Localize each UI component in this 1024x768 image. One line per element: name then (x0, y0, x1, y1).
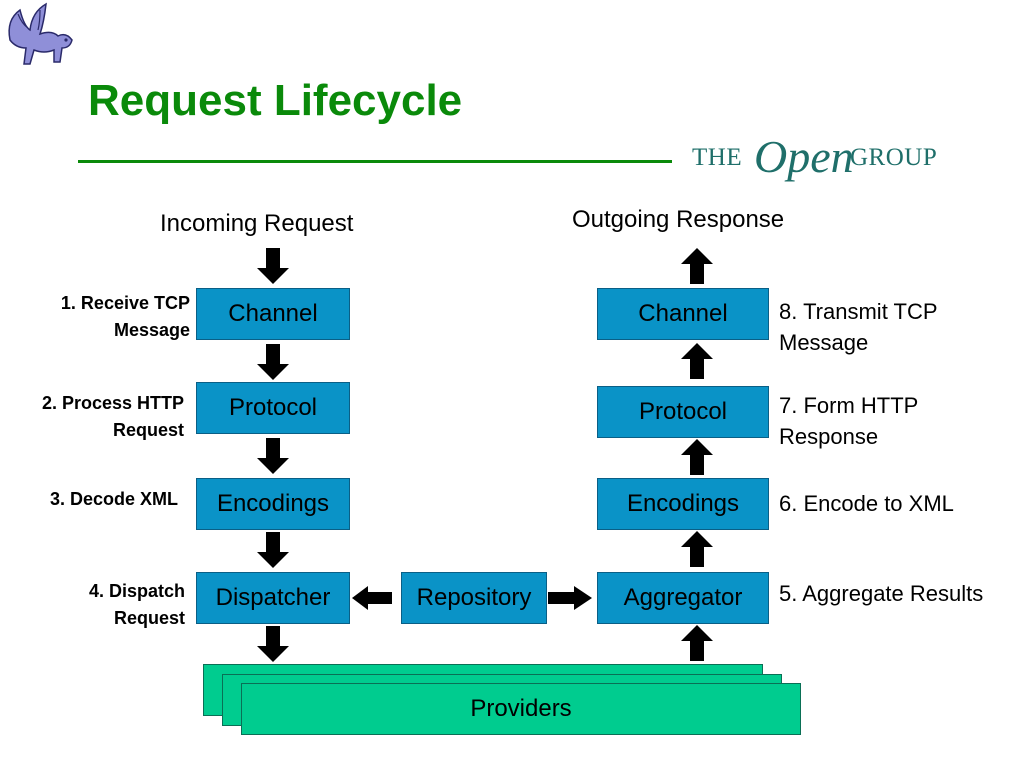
logo-group: GROUP (850, 144, 938, 171)
step-8-line-2: Message (779, 330, 869, 355)
step-7-line-1: 7. Form HTTP (779, 393, 919, 418)
slide-title: Request Lifecycle (88, 76, 463, 125)
step-3-line-1: 3. Decode XML (49, 489, 178, 509)
outgoing-protocol-box: Protocol (597, 386, 769, 438)
incoming-encodings-box: Encodings (196, 478, 350, 530)
step-6-label: 6. Encode to XML (779, 488, 954, 519)
arrow-up-to-channel (681, 343, 713, 379)
incoming-channel-box: Channel (196, 288, 350, 340)
step-5-line-1: 5. Aggregate Results (779, 581, 984, 606)
arrow-up-to-aggregator (681, 625, 713, 661)
step-3-label: 3. Decode XML (50, 486, 178, 513)
arrow-right-to-aggregator (548, 586, 592, 610)
pegasus-logo-icon (8, 2, 73, 65)
incoming-request-header: Incoming Request (160, 210, 354, 237)
step-8-line-1: 8. Transmit TCP (779, 299, 938, 324)
arrow-down-to-protocol (257, 344, 289, 380)
arrow-down-to-dispatcher (257, 532, 289, 568)
step-2-label: 2. Process HTTP Request (42, 390, 184, 444)
step-8-label: 8. Transmit TCP Message (779, 296, 938, 358)
step-1-label: 1. Receive TCP Message (61, 290, 190, 344)
outgoing-response-header: Outgoing Response (572, 206, 785, 233)
title-underline (78, 160, 672, 163)
arrow-down-to-encodings (257, 438, 289, 474)
arrow-up-to-response (681, 248, 713, 284)
step-4-line-1: 4. Dispatch (88, 581, 185, 601)
providers-box: Providers (241, 683, 801, 735)
step-1-line-2: Message (113, 320, 190, 340)
logo-the: THE (692, 144, 743, 171)
step-7-line-2: Response (779, 424, 879, 449)
arrow-up-to-encodings (681, 531, 713, 567)
step-5-label: 5. Aggregate Results (779, 578, 983, 609)
arrow-left-to-dispatcher (352, 586, 392, 610)
step-4-line-2: Request (113, 608, 185, 628)
step-2-line-1: 2. Process HTTP (41, 393, 184, 413)
step-6-line-1: 6. Encode to XML (779, 491, 954, 516)
step-2-line-2: Request (112, 420, 184, 440)
dispatcher-box: Dispatcher (196, 572, 350, 624)
arrow-down-to-providers (257, 626, 289, 662)
arrow-down-to-channel (257, 248, 289, 284)
outgoing-encodings-box: Encodings (597, 478, 769, 530)
step-1-line-1: 1. Receive TCP (60, 293, 190, 313)
aggregator-box: Aggregator (597, 572, 769, 624)
step-7-label: 7. Form HTTP Response (779, 390, 918, 452)
logo-open: Open (754, 131, 854, 182)
step-4-label: 4. Dispatch Request (89, 578, 185, 632)
arrow-up-to-protocol (681, 439, 713, 475)
repository-box: Repository (401, 572, 547, 624)
outgoing-channel-box: Channel (597, 288, 769, 340)
incoming-protocol-box: Protocol (196, 382, 350, 434)
